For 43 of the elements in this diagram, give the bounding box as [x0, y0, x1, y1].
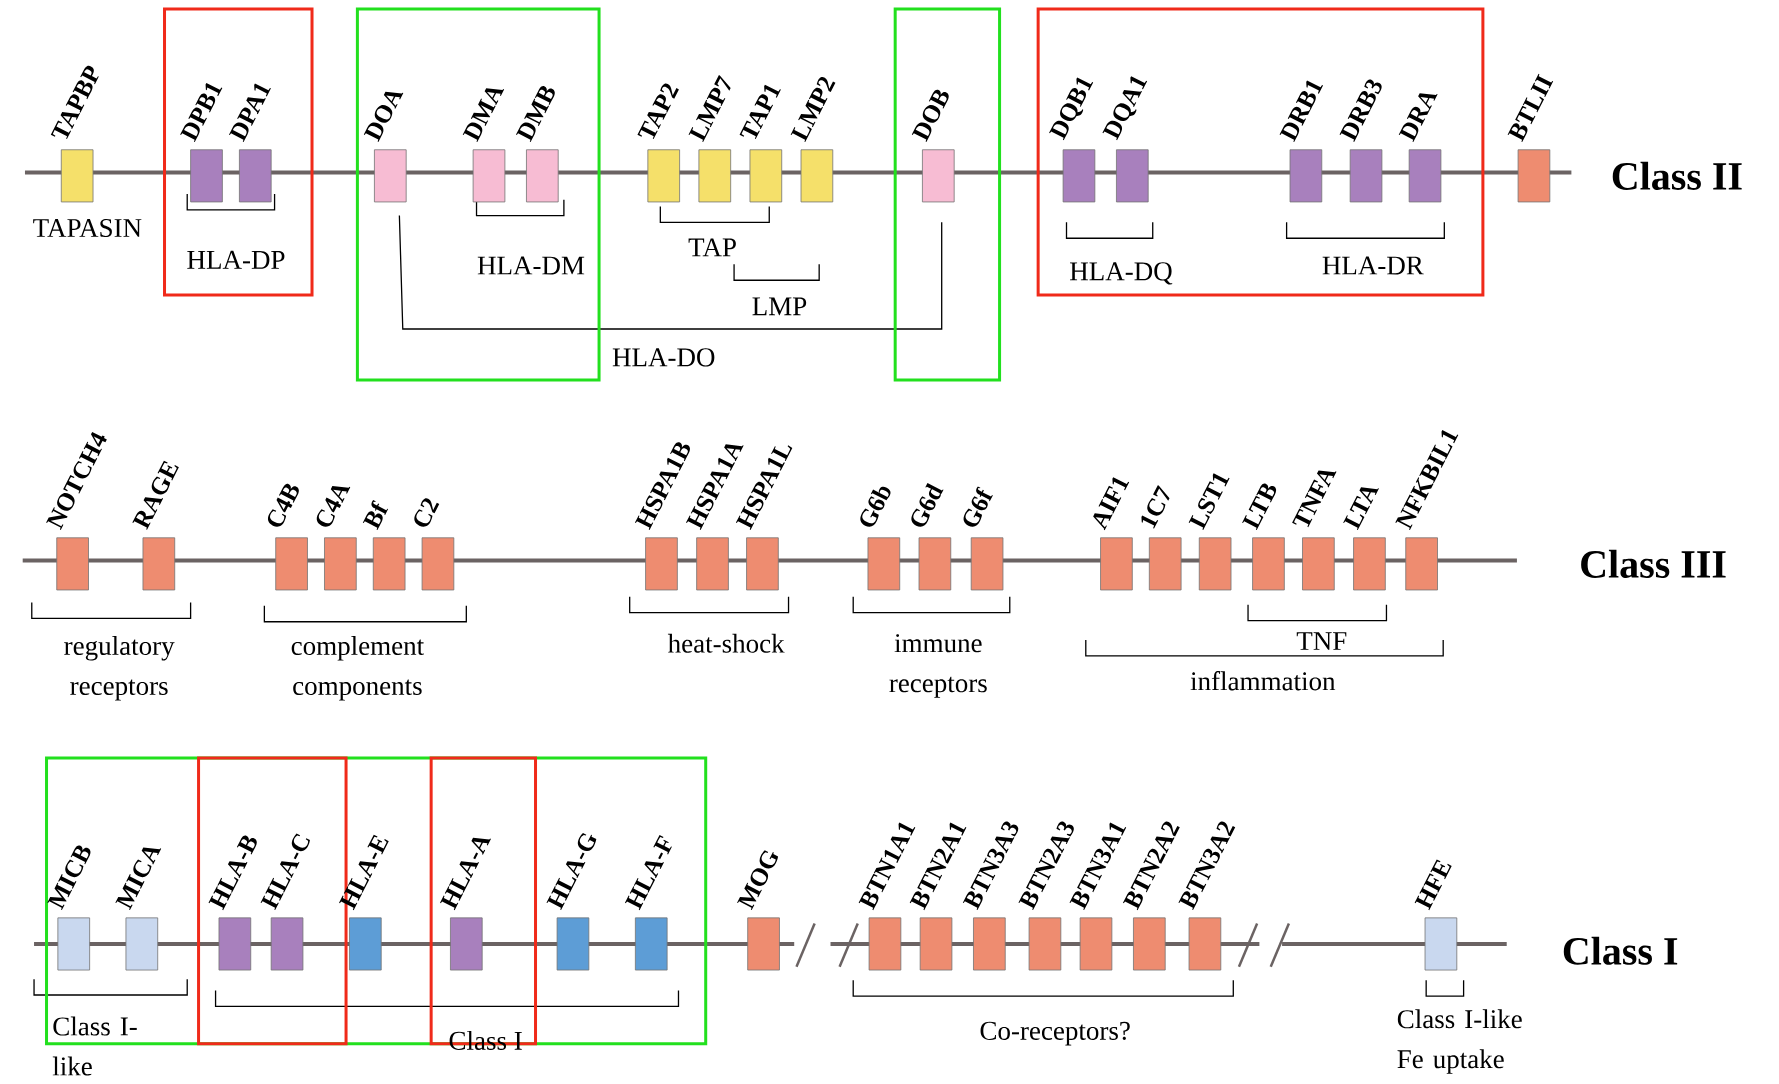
- gene-label: C2: [414, 498, 440, 527]
- gene-label: G6b: [860, 486, 891, 527]
- region-label: Class II: [1612, 162, 1742, 191]
- gene-label: LTA: [1343, 487, 1379, 531]
- gene-label: DOA: [363, 92, 404, 143]
- gene-label: MOG: [737, 850, 779, 911]
- gene-label: C4B: [267, 484, 299, 527]
- group-label: HLA-DQ: [1070, 262, 1173, 285]
- group-label: HLA-DR: [1322, 256, 1424, 275]
- gene-label: C4A: [316, 486, 351, 527]
- group-label: HLA-DM: [477, 256, 585, 275]
- gene-label: TAP1: [739, 84, 781, 140]
- group-label: Co-receptors?: [980, 1022, 1130, 1046]
- group-label: regulatory receptors: [64, 636, 175, 701]
- group-label: HLA-DO: [612, 348, 715, 367]
- gene-label: TAP2: [637, 83, 679, 140]
- group-label: immune receptors: [889, 634, 987, 699]
- gene-label: HFE: [1414, 859, 1452, 911]
- gene-label: DMB: [516, 86, 555, 143]
- gene-label: DPA1: [229, 83, 271, 143]
- gene-label: 1C7: [1141, 485, 1170, 529]
- gene-label: DOB: [911, 89, 949, 143]
- region-label: Class I: [1563, 936, 1678, 966]
- gene-label: AIF1: [1093, 477, 1130, 531]
- gene-label: LTB: [1242, 483, 1277, 531]
- group-label: complement components: [291, 636, 424, 701]
- group-label: TAPASIN: [33, 219, 142, 238]
- group-label: HLA-DP: [187, 251, 285, 269]
- gene-label: DMA: [462, 88, 505, 143]
- group-label: inflammation: [1190, 671, 1336, 691]
- group-label: heat-shock: [667, 634, 785, 654]
- gene-label: DRA: [1398, 93, 1438, 143]
- group-label: Class I-like: [52, 1016, 137, 1076]
- group-label: TAP: [688, 238, 736, 257]
- gene-label: Bf: [362, 500, 389, 531]
- group-label: TNF: [1296, 632, 1347, 651]
- gene-label: G6d: [911, 483, 944, 527]
- gene-label: DPB1: [180, 83, 223, 143]
- region-label: Class III: [1581, 550, 1726, 579]
- gene-label: G6f: [963, 486, 993, 527]
- group-label: LMP: [752, 297, 807, 316]
- gene-label: LST1: [1188, 473, 1230, 531]
- group-label: Class I-like Fe uptake: [1397, 1009, 1522, 1075]
